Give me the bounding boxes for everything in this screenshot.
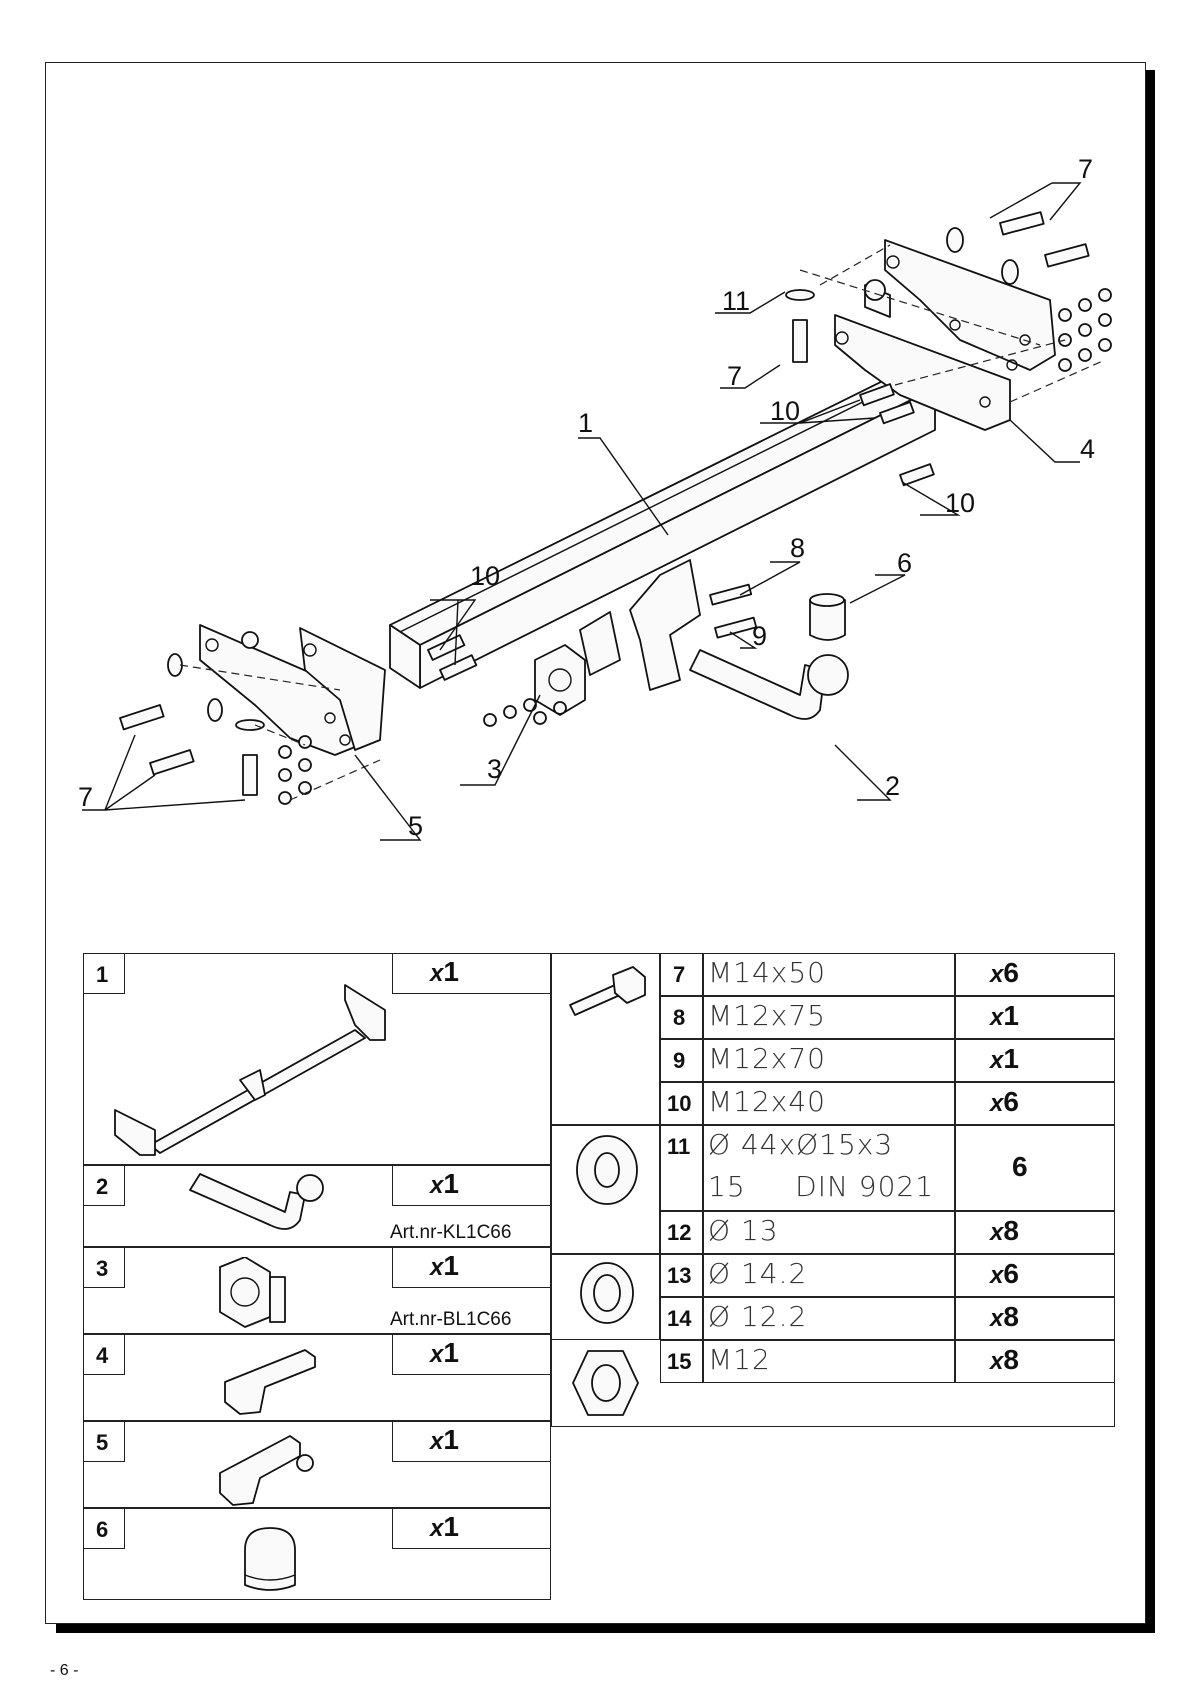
part-spec: M14x50 — [708, 956, 826, 989]
part-quantity: x1 — [430, 1168, 459, 1199]
callout-8: 8 — [790, 533, 805, 563]
right-brackets — [834, 239, 1056, 431]
part-quantity: x1 — [430, 1424, 459, 1455]
part-quantity: x6 — [990, 1086, 1019, 1117]
nut-icon — [572, 1350, 639, 1416]
callout-7-mid: 7 — [727, 361, 742, 391]
part-number: 11 — [667, 1134, 691, 1159]
part-quantity: x8 — [990, 1215, 1019, 1246]
bracket-5-thumbnail — [219, 1435, 314, 1506]
part-number: 14 — [667, 1306, 692, 1331]
callout-7-top: 7 — [1078, 154, 1093, 184]
spring-washer-icon — [580, 1262, 634, 1324]
part-spec: M12x75 — [708, 999, 826, 1032]
washer-icon — [576, 1135, 638, 1205]
article-number: Art.nr-KL1C66 — [390, 1222, 512, 1243]
part-quantity: x1 — [990, 1000, 1019, 1031]
part-number: 5 — [96, 1430, 109, 1455]
part-number: 1 — [96, 962, 109, 987]
socket-plate — [534, 644, 586, 716]
part-spec: M12 — [708, 1343, 771, 1376]
part-number: 2 — [96, 1174, 109, 1199]
part-number: 3 — [96, 1256, 109, 1281]
part-spec-standard: 15 DIN 9021 — [708, 1170, 935, 1203]
part-number: 9 — [673, 1048, 686, 1073]
bracket-4-thumbnail — [224, 1349, 316, 1415]
callout-3: 3 — [487, 754, 502, 784]
part-quantity: x8 — [990, 1344, 1019, 1375]
callout-labels: 7 11 7 10 1 4 10 8 6 10 9 3 2 7 5 — [78, 154, 1095, 841]
part-quantity: x6 — [990, 1258, 1019, 1289]
part-spec: M12x40 — [708, 1085, 826, 1118]
part-quantity: x1 — [430, 1250, 459, 1281]
beam-thumbnail — [114, 984, 386, 1156]
part-number: 8 — [673, 1005, 686, 1030]
exploded-diagram: 7 11 7 10 1 4 10 8 6 10 9 3 2 7 5 — [78, 154, 1112, 841]
part-spec: Ø 12.2 — [708, 1300, 808, 1333]
callout-1: 1 — [578, 408, 593, 438]
callout-7-left: 7 — [78, 782, 93, 812]
callout-6: 6 — [897, 548, 912, 578]
ball-thumbnail — [189, 1173, 324, 1230]
part-quantity: x6 — [990, 957, 1019, 988]
main-beam — [389, 369, 936, 691]
callout-10-top: 10 — [770, 396, 800, 426]
part-spec: M12x70 — [708, 1042, 826, 1075]
part-number: 4 — [96, 1343, 109, 1368]
part-quantity: x1 — [430, 1511, 459, 1542]
part-quantity: x1 — [430, 1337, 459, 1368]
leader-lines — [82, 182, 1082, 841]
part-quantity: 6 — [1012, 1151, 1028, 1182]
part-quantity: x1 — [430, 956, 459, 987]
callout-9: 9 — [752, 621, 767, 651]
part-number: 10 — [667, 1091, 692, 1116]
part-spec: Ø 14.2 — [708, 1257, 808, 1290]
cap-thumbnail — [244, 1527, 296, 1591]
left-brackets — [199, 624, 386, 756]
article-number: Art.nr-BL1C66 — [390, 1309, 512, 1330]
callout-4: 4 — [1080, 434, 1095, 464]
bolt-icon — [569, 966, 646, 1016]
part-number: 6 — [96, 1517, 109, 1542]
page-number: - 6 - — [50, 1662, 79, 1679]
callout-5: 5 — [408, 811, 423, 841]
callout-11: 11 — [722, 286, 750, 316]
part-spec: Ø 13 — [708, 1214, 779, 1247]
part-quantity: x1 — [990, 1043, 1019, 1074]
part-number: 15 — [667, 1349, 692, 1374]
callout-10-right: 10 — [945, 488, 975, 518]
part-number: 7 — [673, 962, 686, 987]
callout-2: 2 — [885, 771, 900, 801]
callout-10-left: 10 — [470, 561, 500, 591]
plate-thumbnail — [219, 1257, 286, 1328]
part-quantity: x8 — [990, 1301, 1019, 1332]
tow-ball — [689, 593, 849, 720]
part-number: 12 — [667, 1220, 692, 1245]
assembly-lines — [179, 244, 1106, 801]
part-spec: Ø 44xØ15x3 — [708, 1128, 894, 1161]
part-number: 13 — [667, 1263, 692, 1288]
